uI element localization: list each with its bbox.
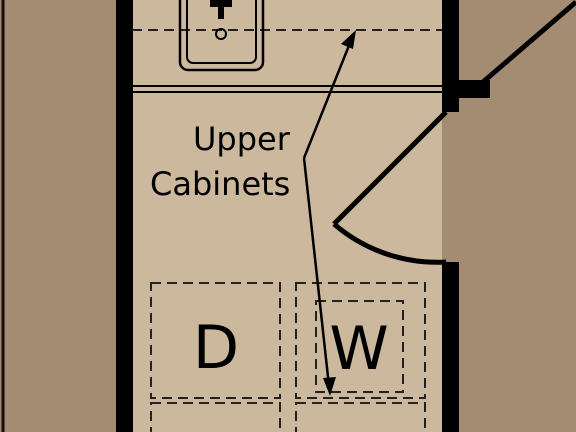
exterior-right <box>458 0 576 432</box>
right-wall-lower <box>442 262 459 432</box>
arrow-head-up <box>341 30 356 49</box>
left-wall <box>116 0 133 432</box>
door-leaf <box>332 110 448 226</box>
arrow-line-up <box>302 37 354 159</box>
dryer-label: D <box>193 313 239 383</box>
door-swing-arc <box>332 222 447 265</box>
sink-icon <box>178 0 265 72</box>
washer-label: W <box>329 314 388 384</box>
arrow-line-down <box>302 157 331 387</box>
callout-text-upper: Upper <box>193 120 291 158</box>
arrow-head-down <box>323 377 336 396</box>
dryer-unit <box>150 282 281 432</box>
exterior-door-leaf <box>474 0 576 90</box>
washer-unit <box>295 282 426 432</box>
callout-text-cabinets: Cabinets <box>150 165 290 203</box>
room-floor <box>132 0 442 432</box>
exterior-left <box>0 0 118 432</box>
